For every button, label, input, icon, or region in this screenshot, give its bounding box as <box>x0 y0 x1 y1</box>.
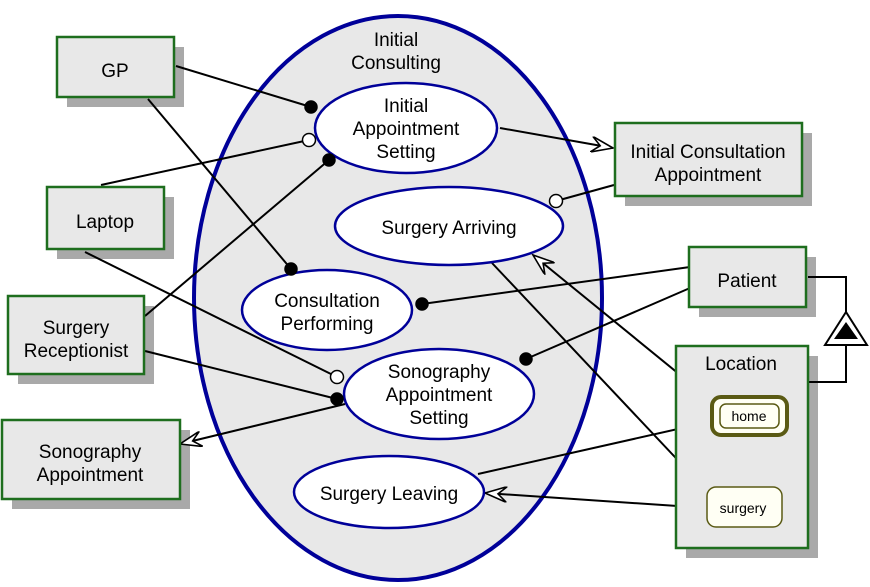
result-home-state <box>477 422 709 475</box>
sonography-appointment-line2: Appointment <box>37 465 144 486</box>
generalization-location <box>808 346 847 383</box>
sonography-appointment-setting-line2: Appointment <box>386 385 493 406</box>
sonography-appointment-setting-line1: Sonography <box>388 362 491 383</box>
initial-appointment-setting-line3: Setting <box>376 142 435 163</box>
consultation-performing-line1: Consultation <box>274 291 380 312</box>
object-sonography-appointment[interactable] <box>0 418 182 501</box>
link-laptop-sonography <box>84 251 338 378</box>
subprocess-surgery-leaving[interactable] <box>292 454 486 530</box>
gp-label: GP <box>101 61 128 82</box>
sonography-appointment-setting-line3: Setting <box>409 408 468 429</box>
initial-consultation-appointment-line2: Appointment <box>655 165 762 186</box>
link-gp-consultation <box>147 98 292 270</box>
process-title-line2: Consulting <box>351 53 441 74</box>
link-icappointment-surgery-arriving <box>555 184 615 202</box>
generalization-patient <box>808 276 847 313</box>
initial-appointment-setting-line1: Initial <box>384 96 428 117</box>
state-home-label: home <box>731 408 766 424</box>
link-laptop-initial-appointment <box>100 139 310 186</box>
link-gp-initial-appointment <box>175 65 312 108</box>
surgery-receptionist-line2: Receptionist <box>24 341 129 362</box>
links <box>84 65 847 509</box>
link-patient-consultation <box>421 266 691 305</box>
subprocess-surgery-arriving[interactable] <box>333 185 565 267</box>
initial-appointment-setting-line2: Appointment <box>353 119 460 140</box>
link-markers <box>284 100 564 406</box>
process-title-line1: Initial <box>374 30 418 51</box>
patient-label: Patient <box>717 271 777 292</box>
state-surgery[interactable]: surgery <box>706 486 783 528</box>
subprocess-consultation-performing[interactable] <box>240 268 414 352</box>
link-patient-sonography <box>525 287 691 360</box>
location-label: Location <box>705 354 777 375</box>
result-surgery-state <box>491 262 706 490</box>
state-surgery-label: surgery <box>720 500 767 516</box>
result-initial-consultation-appointment <box>499 127 613 148</box>
object-laptop[interactable] <box>45 185 166 251</box>
result-sonography-appointment <box>180 403 346 444</box>
laptop-label: Laptop <box>76 212 134 233</box>
exhibition-triangle-icon <box>823 310 869 346</box>
consumption-surgery-state <box>485 493 708 509</box>
link-receptionist-initial-appointment <box>144 159 330 317</box>
object-initial-consultation-appointment[interactable] <box>613 121 804 198</box>
initial-consultation-appointment-line1: Initial Consultation <box>630 142 785 163</box>
subprocess-sonography-appointment-setting[interactable] <box>342 347 536 441</box>
surgery-leaving-label: Surgery Leaving <box>320 484 458 505</box>
object-patient[interactable] <box>687 245 808 309</box>
link-receptionist-sonography <box>144 350 338 400</box>
consultation-performing-line2: Performing <box>281 314 374 335</box>
sonography-appointment-line1: Sonography <box>39 442 142 463</box>
surgery-arriving-label: Surgery Arriving <box>381 218 516 239</box>
subprocess-initial-appointment-setting[interactable] <box>313 81 499 175</box>
state-home[interactable]: home <box>710 395 789 437</box>
surgery-receptionist-line1: Surgery <box>43 318 110 339</box>
object-surgery-receptionist[interactable] <box>6 294 146 376</box>
object-gp[interactable] <box>55 35 176 99</box>
